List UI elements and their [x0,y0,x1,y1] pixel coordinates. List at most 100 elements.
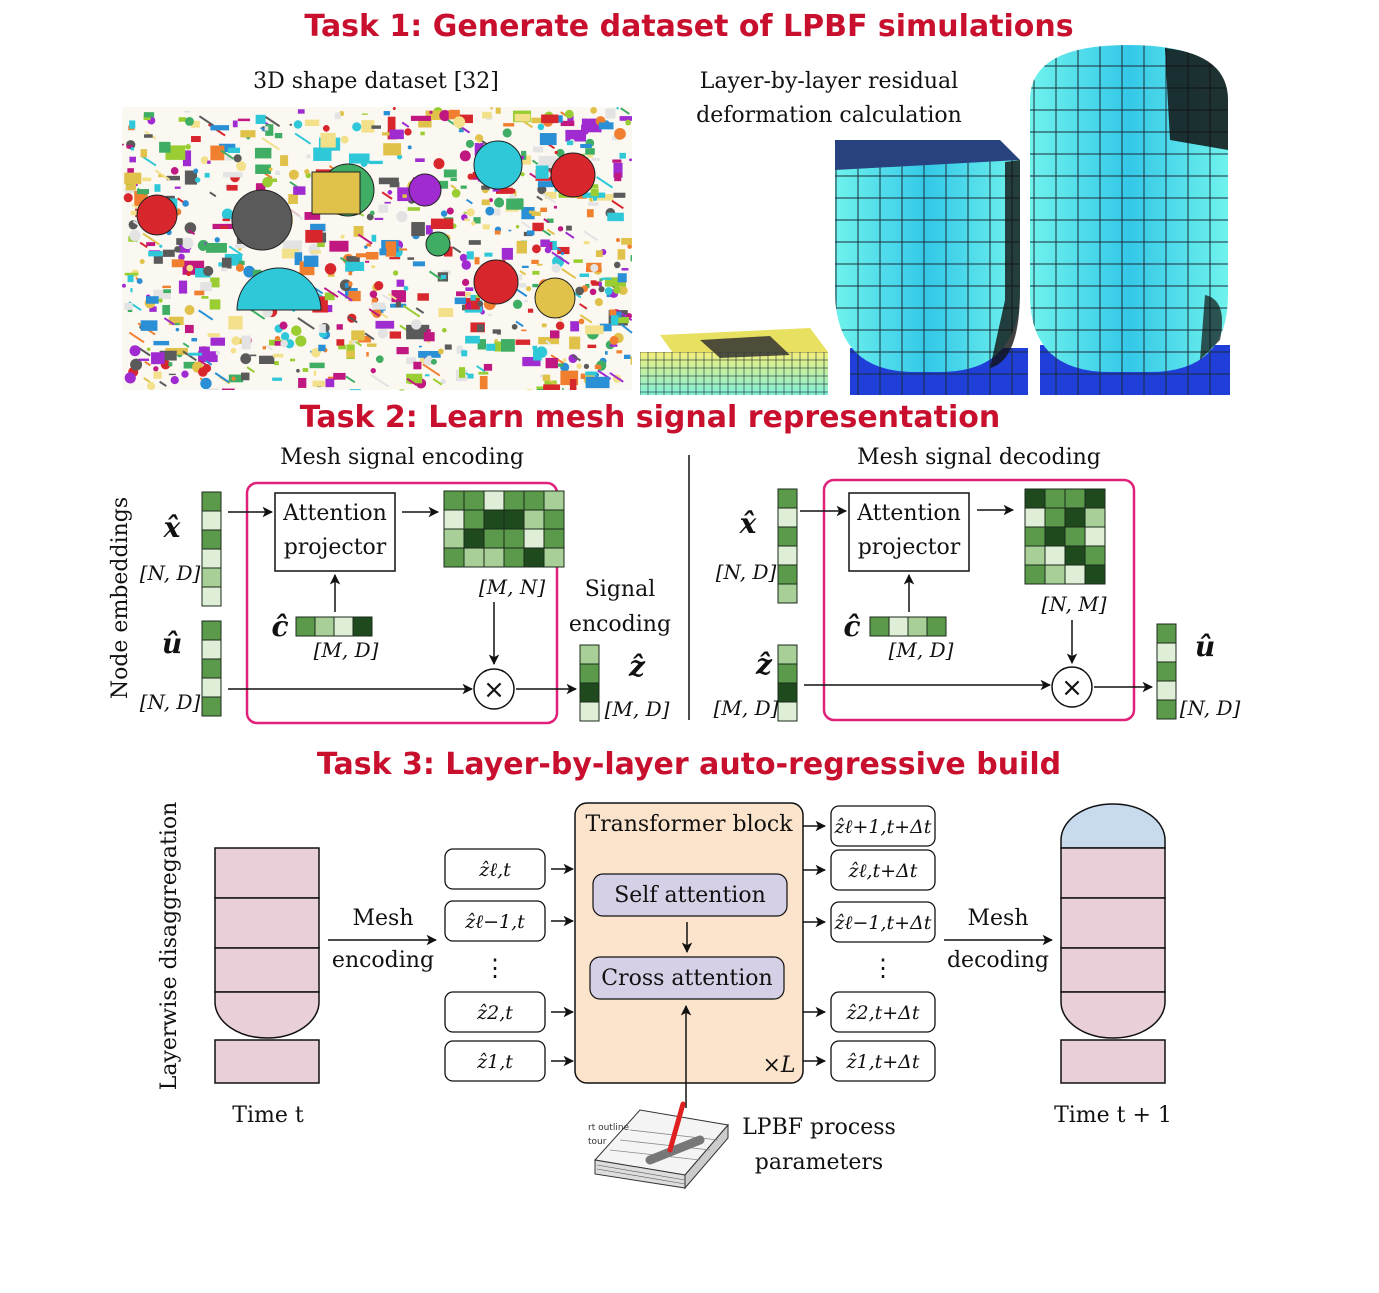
collage-shape [240,353,252,365]
collage-shape [465,139,474,148]
dec-u-output-vector [1156,623,1177,720]
collage-shape [403,285,409,291]
transformer-block: Transformer block Self attention Cross a… [574,802,804,1084]
collage-shape [551,251,570,265]
matrix-cell [443,490,465,511]
enc-x-dim: [N, D] [140,561,201,585]
node-embeddings-label: Node embeddings [108,497,133,699]
embedding-cell [295,616,316,637]
collage-shape [336,324,343,330]
collage-shape [381,191,393,200]
collage-shape [410,319,422,330]
collage-shape [585,325,604,335]
collage-shape [543,218,550,224]
enc-x-embedding-vector [201,491,222,607]
collage-shape [483,363,493,371]
collage-shape [375,320,395,329]
embedding-cell [201,510,222,531]
collage-shape [198,115,215,127]
collage-shape [385,241,397,257]
collage-shape [200,377,212,390]
collage-shape [143,377,151,384]
lpbf-image-text-1: rt outline [588,1123,630,1133]
collage-shape [146,296,159,304]
collage-shape [599,323,612,332]
collage-shape [450,184,457,190]
collage-shape [214,372,230,384]
collage-shape [369,290,378,299]
collage-shape [280,339,288,348]
collage-shape [370,374,390,388]
collage-shape [596,176,614,189]
embedding-cell [352,616,373,637]
collage-shape [194,177,201,183]
collage-shape [281,248,299,259]
collage-shape [534,277,576,319]
dec-attention-line2: projector [858,535,961,560]
collage-shape [418,345,422,348]
collage-shape [532,222,544,232]
collage-shape [615,237,621,243]
collage-shape [186,264,194,272]
collage-shape [290,325,302,336]
collage-shape [235,263,245,272]
collage-shape [159,141,171,153]
collage-shape [140,320,158,331]
collage-shape [585,376,610,389]
collage-shape [452,246,462,254]
collage-shape [542,193,557,204]
collage-shape [463,211,468,214]
collage-shape [440,378,446,385]
collage-shape [557,115,563,123]
collage-shape [424,374,430,377]
collage-shape [521,329,527,332]
collage-shape [184,324,194,334]
collage-shape [129,229,141,242]
collage-shape [587,202,599,206]
collage-shape [191,136,201,143]
collage-shape [305,229,323,243]
enc-c-dim: [M, D] [314,638,379,662]
collage-shape [466,302,472,310]
collage-shape [433,158,445,170]
collage-shape [371,234,377,242]
collage-shape [423,332,435,342]
collage-shape [566,140,573,146]
collage-shape [317,242,325,248]
collage-shape [609,309,617,316]
cross-attention-box [589,956,785,1000]
collage-shape [255,114,266,124]
collage-shape [370,367,376,374]
matrix-cell [1064,526,1086,547]
collage-shape [511,190,517,197]
collage-shape [494,208,501,216]
collage-shape [465,372,474,379]
collage-shape [569,379,577,390]
part-at-time-t-plus-1: Time t + 1 [1054,803,1172,1128]
collage-shape [401,121,410,128]
collage-shape [174,322,180,326]
enc-u-embedding-vector [201,620,222,717]
collage-shape [527,308,534,313]
collage-shape [345,375,356,384]
collage-shape [461,350,468,357]
enc-attention-projector-box [274,492,396,572]
collage-shape [539,133,557,146]
collage-shape [296,368,300,373]
matrix-cell [1064,507,1086,528]
latent-token-label: ẑ2,t [476,1002,513,1024]
collage-shape [629,158,632,162]
collage-shape [261,137,280,151]
collage-shape [571,354,582,362]
collage-shape [474,138,481,144]
enc-attention-matrix [443,490,565,568]
collage-shape [201,296,209,299]
collage-shape [587,344,597,349]
collage-shape [369,210,375,216]
collage-shape [264,116,281,128]
collage-shape [127,168,134,175]
collage-shape [470,294,476,301]
collage-shape [174,246,181,253]
collage-shape [380,312,389,319]
